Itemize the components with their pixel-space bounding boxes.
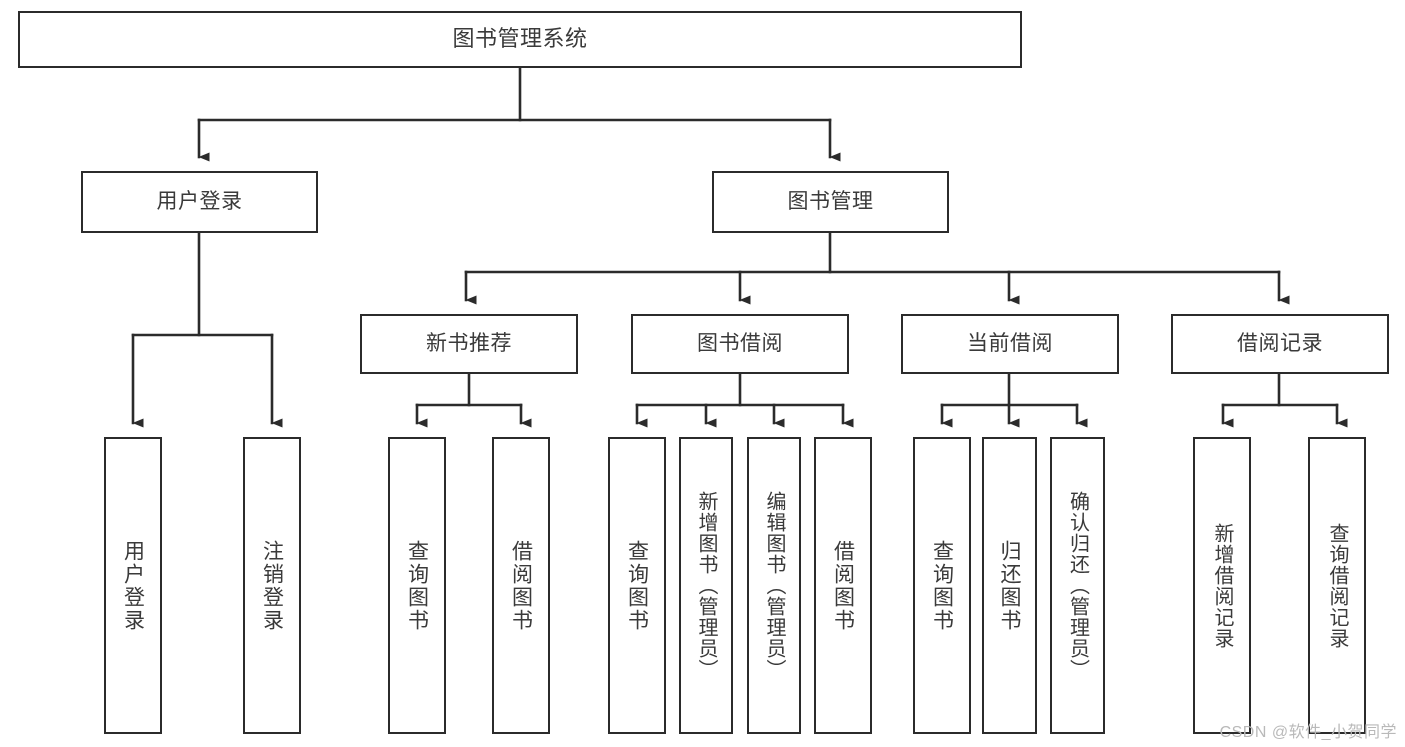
node-root-book-management-system[interactable]: 图书管理系统 (18, 11, 1022, 68)
leaf-node-borrow-book-2[interactable]: 借阅图书 (814, 437, 872, 734)
leaf-label-query-book-2: 查询图书 (625, 539, 649, 632)
node-label-book-management: 图书管理 (787, 190, 874, 214)
leaf-node-query-record[interactable]: 查询借阅记录 (1308, 437, 1366, 734)
leaf-label-query-book-3: 查询图书 (930, 539, 954, 632)
leaf-label-query-book-1: 查询图书 (405, 539, 429, 632)
node-label-root: 图书管理系统 (452, 26, 588, 52)
leaf-node-confirm-return[interactable]: 确认归还（管理员） (1050, 437, 1105, 734)
leaf-label-confirm-return: 确认归还（管理员） (1066, 491, 1089, 680)
leaf-node-user-login[interactable]: 用户登录 (104, 437, 162, 734)
leaf-node-edit-book[interactable]: 编辑图书（管理员） (747, 437, 801, 734)
node-label-book-borrow: 图书借阅 (697, 332, 783, 356)
leaf-node-add-book[interactable]: 新增图书（管理员） (679, 437, 733, 734)
leaf-node-borrow-book-1[interactable]: 借阅图书 (492, 437, 550, 734)
leaf-label-add-record: 新增借阅记录 (1211, 522, 1233, 649)
node-current-borrow[interactable]: 当前借阅 (901, 314, 1119, 374)
leaf-label-logout-login: 注销登录 (260, 539, 284, 632)
node-book-management[interactable]: 图书管理 (712, 171, 949, 233)
leaf-node-query-book-2[interactable]: 查询图书 (608, 437, 666, 734)
node-new-book-recommend[interactable]: 新书推荐 (360, 314, 578, 374)
leaf-label-edit-book: 编辑图书（管理员） (763, 491, 785, 680)
leaf-label-borrow-book-2: 借阅图书 (831, 539, 855, 632)
leaf-node-return-book[interactable]: 归还图书 (982, 437, 1037, 734)
leaf-label-user-login: 用户登录 (121, 539, 145, 632)
node-label-borrow-record: 借阅记录 (1237, 332, 1323, 356)
leaf-node-add-record[interactable]: 新增借阅记录 (1193, 437, 1251, 734)
node-label-new-book-recommend: 新书推荐 (426, 332, 512, 356)
leaf-node-query-book-1[interactable]: 查询图书 (388, 437, 446, 734)
leaf-node-query-book-3[interactable]: 查询图书 (913, 437, 971, 734)
leaf-label-return-book: 归还图书 (998, 539, 1021, 632)
node-borrow-record[interactable]: 借阅记录 (1171, 314, 1389, 374)
node-book-borrow[interactable]: 图书借阅 (631, 314, 849, 374)
node-label-user-login: 用户登录 (156, 190, 243, 214)
leaf-label-add-book: 新增图书（管理员） (695, 491, 717, 680)
node-label-current-borrow: 当前借阅 (967, 332, 1053, 356)
leaf-label-borrow-book-1: 借阅图书 (509, 539, 533, 632)
csdn-watermark: CSDN @软件_小贺同学 (1219, 724, 1397, 741)
leaf-node-logout-login[interactable]: 注销登录 (243, 437, 301, 734)
node-user-login[interactable]: 用户登录 (81, 171, 318, 233)
leaf-label-query-record: 查询借阅记录 (1326, 522, 1348, 649)
